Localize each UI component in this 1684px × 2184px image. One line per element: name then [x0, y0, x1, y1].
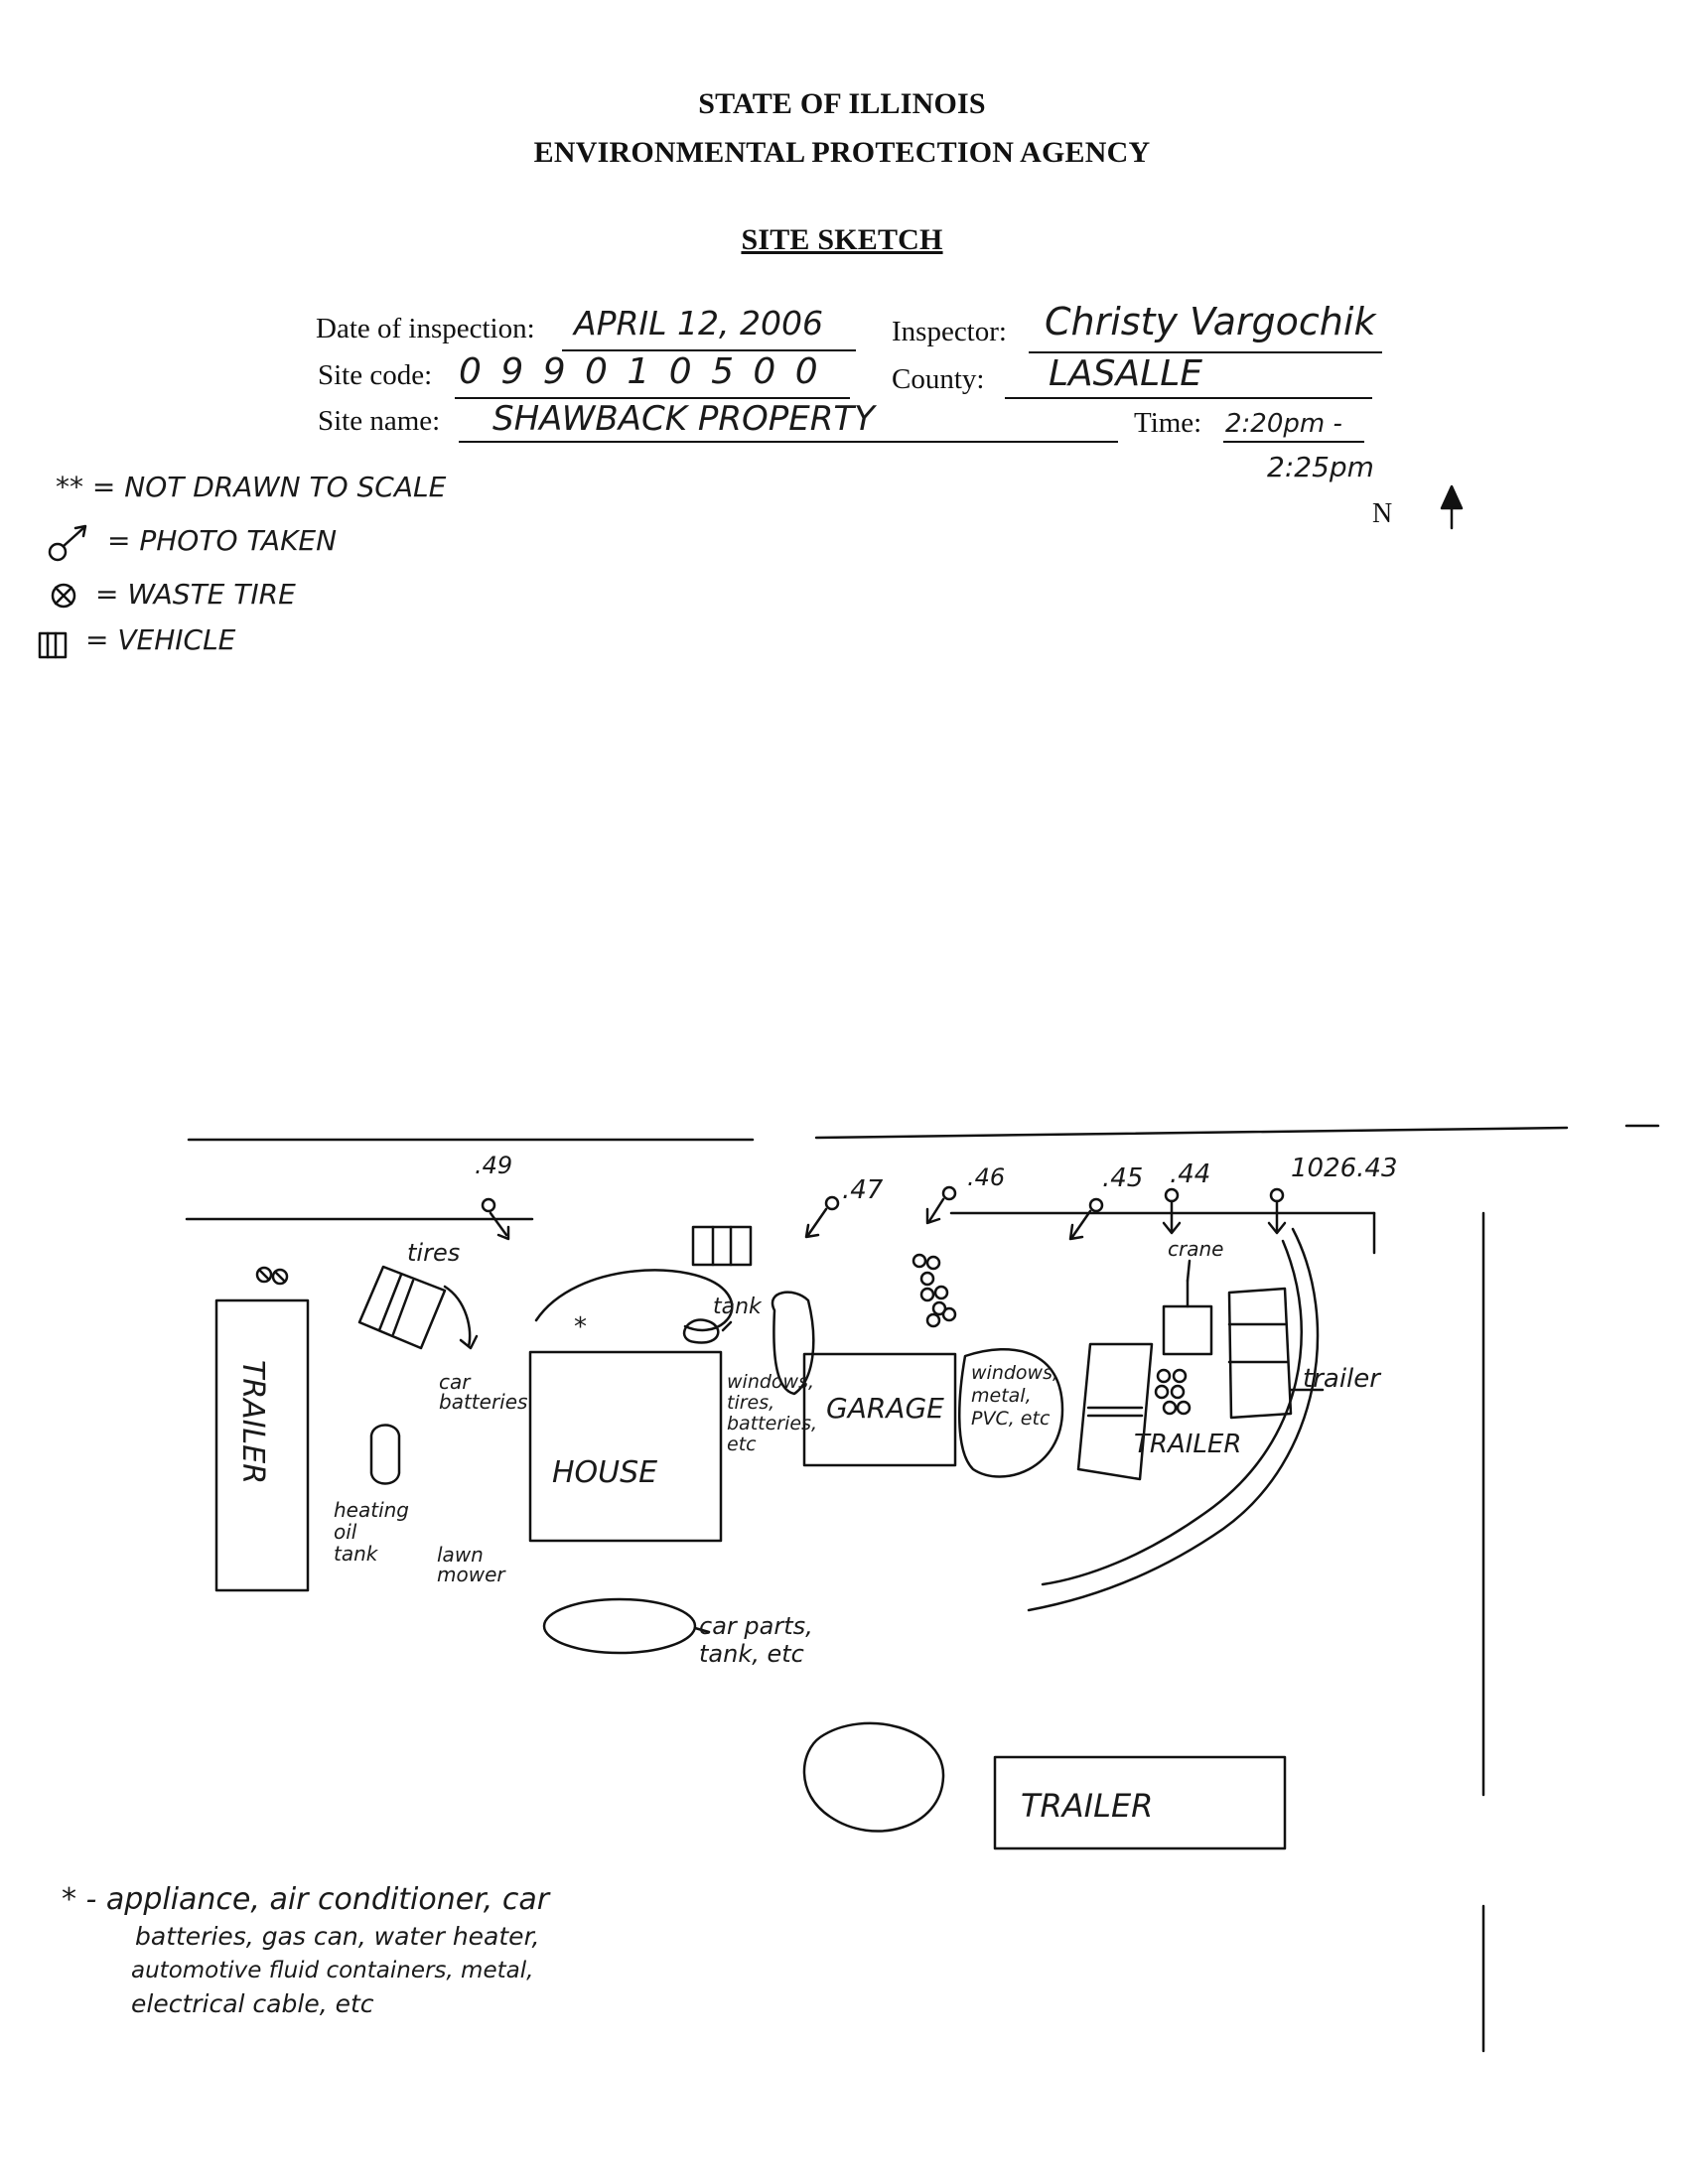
- trailer-left-label: TRAILER: [235, 1360, 270, 1485]
- site-name-underline: [459, 441, 1118, 443]
- star-mark: *: [574, 1312, 587, 1342]
- tank-label: tank: [713, 1295, 762, 1319]
- round-area: [802, 1721, 945, 1833]
- photo-label: .49: [475, 1152, 513, 1179]
- trailer-right-label: trailer: [1303, 1364, 1380, 1394]
- legend-tire: = WASTE TIRE: [95, 578, 296, 611]
- photo-label: .44: [1170, 1160, 1211, 1189]
- waste-tire-icon: [912, 1253, 957, 1328]
- county-value: LASALLE: [1049, 353, 1203, 394]
- time-value-2: 2:25pm: [1267, 451, 1374, 483]
- agency-state: STATE OF ILLINOIS: [698, 87, 986, 120]
- photo-marker-47-icon: [804, 1195, 840, 1239]
- county-underline: [1005, 397, 1372, 399]
- site-code-value: 0 9 9 0 1 0 5 0 0: [459, 351, 822, 392]
- heating-oil-tank-label: heating oil tank: [334, 1498, 410, 1566]
- site-code-label: Site code:: [318, 359, 433, 391]
- county-label: County:: [892, 363, 985, 395]
- date-value: APRIL 12, 2006: [574, 304, 823, 342]
- tires-pointer: [443, 1285, 479, 1350]
- legend-vehicle: = VEHICLE: [85, 623, 236, 656]
- time-value: 2:20pm -: [1225, 409, 1342, 439]
- photo-label: .47: [842, 1175, 884, 1205]
- metal-oval: [958, 1348, 1064, 1478]
- inspector-underline: [1029, 351, 1382, 353]
- curved-drive: [1027, 1227, 1320, 1612]
- vehicle-top-icon: [691, 1225, 753, 1267]
- curved-drive: [1041, 1239, 1303, 1586]
- north-arrow-icon: [1440, 484, 1464, 530]
- footnote-line-2: batteries, gas can, water heater,: [135, 1922, 540, 1951]
- garage-label: GARAGE: [826, 1392, 944, 1425]
- site-code-underline: [455, 397, 850, 399]
- tire-symbol-icon: [51, 583, 76, 609]
- waste-tire-icon: [1154, 1368, 1192, 1416]
- inspector-value: Christy Vargochik: [1045, 300, 1376, 343]
- car-parts-area: [542, 1597, 697, 1655]
- trailer-right: [1227, 1287, 1293, 1420]
- time-underline: [1223, 441, 1364, 443]
- windows-metal-label: windows, metal, PVC, etc: [971, 1362, 1059, 1430]
- crane-box: [1162, 1304, 1213, 1356]
- photo-label: .46: [967, 1163, 1006, 1191]
- time-label: Time:: [1134, 407, 1202, 439]
- house-label: HOUSE: [552, 1455, 658, 1490]
- tank-oval: [683, 1318, 720, 1344]
- garage: [802, 1352, 957, 1467]
- crane-label: crane: [1168, 1237, 1224, 1261]
- photo-marker-43-icon: [1267, 1187, 1287, 1235]
- car-batteries-label: car batteries: [439, 1370, 528, 1414]
- vehicle-symbol-icon: [38, 631, 68, 659]
- footnote-line-1: * - appliance, air conditioner, car: [62, 1882, 550, 1917]
- footnote-line-3: automotive fluid containers, metal,: [131, 1958, 534, 1983]
- windows-tires-label: windows, tires, batteries, etc: [727, 1371, 818, 1455]
- agency-name: ENVIRONMENTAL PROTECTION AGENCY: [533, 136, 1151, 169]
- waste-tire-icon: [255, 1266, 289, 1286]
- inspector-label: Inspector:: [892, 316, 1007, 347]
- site-name-value: SHAWBACK PROPERTY: [492, 399, 875, 439]
- photo-marker-49-icon: [481, 1197, 510, 1241]
- form-title: SITE SKETCH: [741, 223, 943, 256]
- legend-photo: = PHOTO TAKEN: [107, 524, 338, 557]
- tank-pointer: [721, 1320, 733, 1332]
- photo-label: 1026.43: [1291, 1154, 1398, 1183]
- legend-not-to-scale: ** = NOT DRAWN TO SCALE: [56, 471, 447, 503]
- date-label: Date of inspection:: [316, 313, 535, 344]
- site-name-label: Site name:: [318, 405, 441, 437]
- date-underline: [562, 349, 856, 351]
- tires-label: tires: [407, 1239, 461, 1267]
- windows-oval: [771, 1291, 815, 1396]
- trailer-mid-label: TRAILER: [1134, 1430, 1242, 1459]
- north-label: N: [1372, 498, 1393, 529]
- heating-oil-tank: [369, 1424, 401, 1485]
- photo-symbol-icon: [48, 524, 87, 562]
- trailer-mid: [1076, 1342, 1154, 1481]
- road-line: [814, 1126, 1569, 1140]
- vehicle-tires-icon: [357, 1265, 447, 1350]
- photo-marker-46-icon: [925, 1185, 957, 1225]
- car-parts-pointer: [693, 1626, 711, 1634]
- trailer-bottom-label: TRAILER: [1021, 1787, 1154, 1825]
- trailer-bottom: [993, 1755, 1287, 1850]
- crane-pointer: [1186, 1259, 1192, 1283]
- photo-label: .45: [1102, 1163, 1144, 1193]
- photo-marker-45-icon: [1068, 1197, 1104, 1241]
- footnote-line-4: electrical cable, etc: [131, 1989, 374, 2018]
- lawn-mower-label: lawn mower: [437, 1543, 505, 1586]
- photo-marker-44-icon: [1162, 1187, 1182, 1235]
- car-parts-label: car parts, tank, etc: [699, 1612, 813, 1668]
- house: [528, 1350, 723, 1543]
- trailer-left: [214, 1298, 310, 1592]
